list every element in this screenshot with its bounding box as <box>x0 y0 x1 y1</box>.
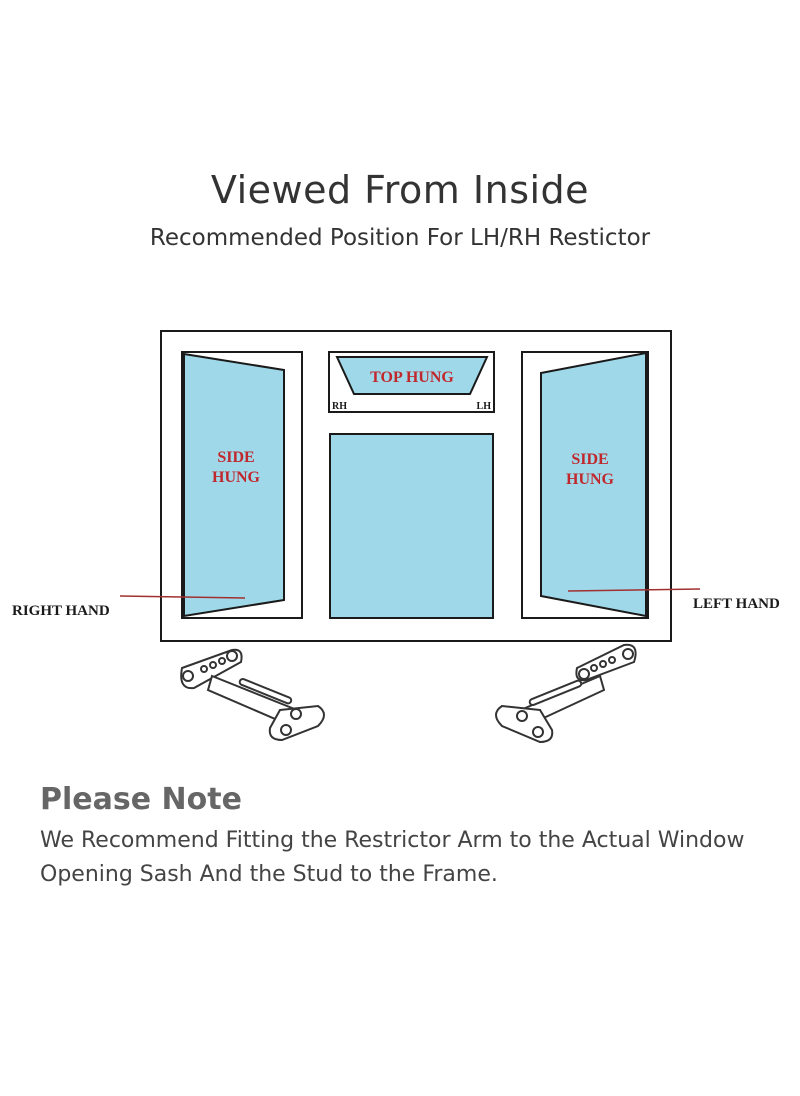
left-restrictor-icon <box>180 648 325 742</box>
note-body: We Recommend Fitting the Restrictor Arm … <box>40 828 745 887</box>
top-sash-lh-mark: LH <box>477 401 492 412</box>
left-sash-label-line2: HUNG <box>212 469 261 486</box>
center-fixed-pane <box>329 433 494 619</box>
top-sash-label: TOP HUNG <box>370 369 454 386</box>
left-sash-glass <box>183 352 285 618</box>
note-heading: Please Note <box>40 782 242 817</box>
top-sash-glass <box>335 356 489 395</box>
right-hand-callout: RIGHT HAND <box>12 603 110 619</box>
left-sash-label-line1: SIDE <box>217 449 254 466</box>
right-hand-callout-line <box>119 595 246 599</box>
left-hand-callout-line <box>567 588 701 592</box>
left-hand-callout: LEFT HAND <box>693 596 780 612</box>
right-sash-glass <box>540 351 647 618</box>
right-sash-label-line2: HUNG <box>566 471 615 488</box>
right-restrictor-icon <box>495 643 637 744</box>
top-sash-rh-mark: RH <box>332 401 347 412</box>
page-title: Viewed From Inside <box>210 168 590 212</box>
page-subtitle: Recommended Position For LH/RH Restictor <box>149 225 651 251</box>
right-sash-label-line1: SIDE <box>571 451 608 468</box>
